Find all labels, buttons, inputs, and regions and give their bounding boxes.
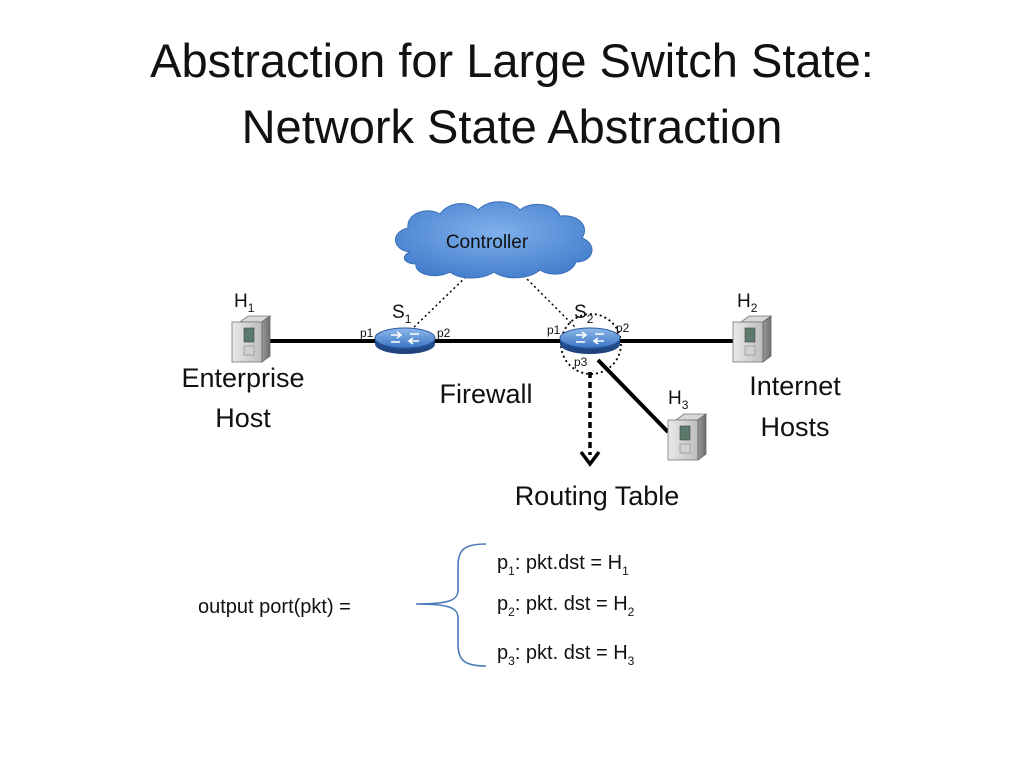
server-icon: [732, 315, 772, 363]
rule-p2: p2: pkt. dst = H2: [497, 593, 635, 619]
s1-port-p1: p1: [360, 326, 374, 340]
arrow-down-icon: [579, 450, 601, 467]
server-icon: [667, 413, 707, 461]
routing-table-label: Routing Table: [515, 481, 680, 511]
enterprise-label-line-1: Enterprise: [181, 363, 304, 393]
h2-label: H2: [737, 291, 758, 315]
rule-p3: p3: pkt. dst = H3: [497, 642, 635, 668]
brace-icon: [415, 543, 487, 667]
internet-label-line-1: Internet: [749, 371, 841, 401]
enterprise-label-line-2: Host: [215, 403, 271, 433]
title-line-2: Network State Abstraction: [241, 100, 783, 153]
s2-highlight-circle: [560, 313, 622, 375]
internet-label-line-2: Hosts: [760, 412, 829, 442]
slide-title: Abstraction for Large Switch State: Netw…: [0, 28, 1024, 160]
router-icon: [374, 327, 436, 355]
h3-label: H3: [668, 388, 689, 412]
s2-port-p3: p3: [574, 355, 588, 369]
router-icon: [559, 327, 621, 355]
link-s2-h3: [596, 358, 670, 434]
equation-lhs: output port(pkt) =: [198, 596, 351, 618]
server-icon: [231, 315, 271, 363]
title-line-1: Abstraction for Large Switch State:: [150, 34, 874, 87]
s2-port-p2: p2: [616, 321, 630, 335]
control-link-s1: [409, 269, 474, 332]
h1-label: H1: [234, 291, 255, 315]
s2-label: S2: [574, 302, 594, 326]
firewall-label: Firewall: [439, 379, 532, 409]
cloud-icon: [395, 201, 593, 279]
controller-label: Controller: [446, 232, 529, 253]
rule-p1: p1: pkt.dst = H1: [497, 552, 629, 578]
s2-port-p1: p1: [547, 323, 561, 337]
s1-label: S1: [392, 302, 412, 326]
s1-port-p2: p2: [437, 326, 451, 340]
